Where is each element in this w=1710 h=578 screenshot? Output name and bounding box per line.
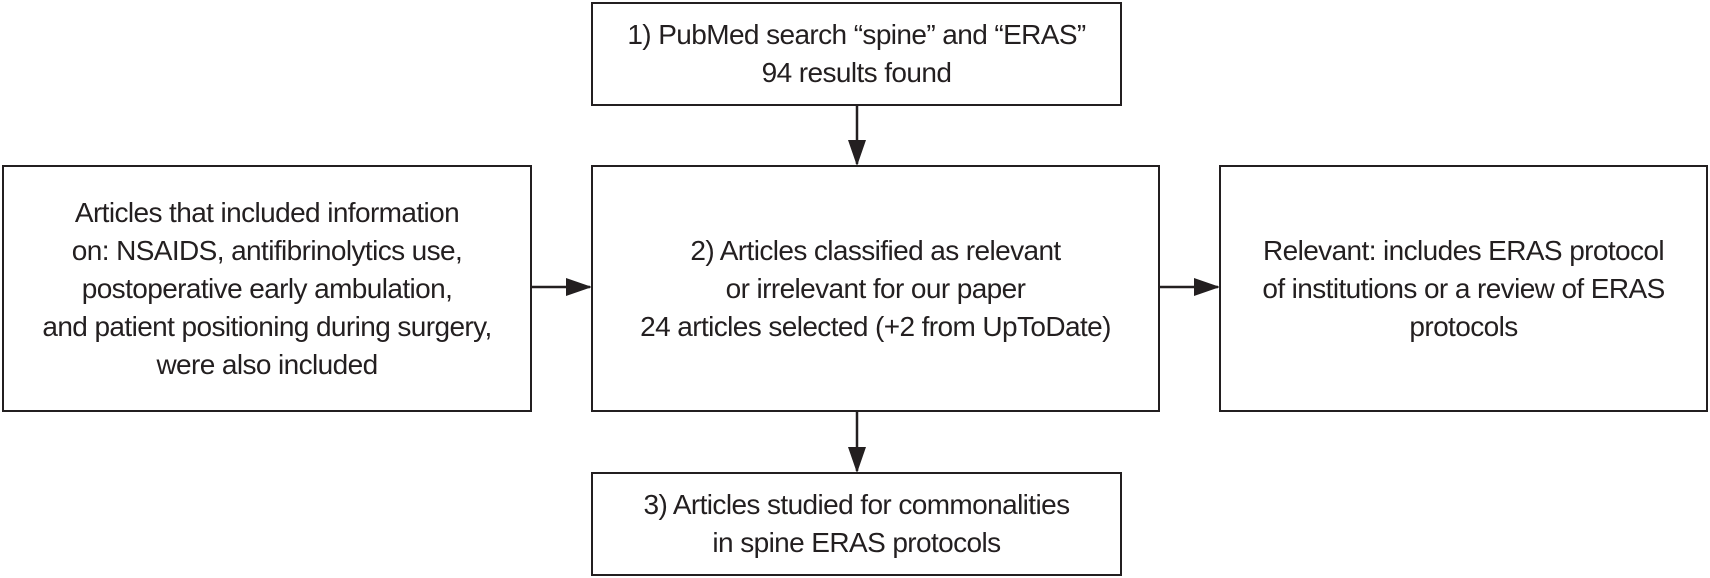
studied-box-line: 3) Articles studied for commonalities — [643, 489, 1071, 520]
inclusion-box-line: and patient positioning during surgery, — [42, 310, 492, 342]
classification-box-line: or irrelevant for our paper — [725, 272, 1026, 304]
relevant-box-line: protocols — [1409, 310, 1518, 342]
search-box-line: 94 results found — [761, 57, 952, 88]
search-box-line: 1) PubMed search “spine” and “ERAS” — [627, 19, 1086, 50]
classification-box-line: 2) Articles classified as relevant — [690, 234, 1061, 266]
pubmed-search-box: 1) PubMed search “spine” and “ERAS” 94 r… — [591, 2, 1122, 106]
relevant-box-line: Relevant: includes ERAS protocol — [1262, 234, 1665, 266]
inclusion-box-line: postoperative early ambulation, — [81, 272, 453, 304]
classification-box: 2) Articles classified as relevant or ir… — [591, 165, 1160, 412]
additional-inclusion-box: Articles that included information on: N… — [2, 165, 532, 412]
articles-studied-box: 3) Articles studied for commonalities in… — [591, 472, 1122, 576]
studied-box-line: in spine ERAS protocols — [712, 527, 1001, 558]
inclusion-box-line: Articles that included information — [74, 196, 460, 228]
classification-box-line: 24 articles selected (+2 from UpToDate) — [640, 310, 1111, 342]
relevant-box-line: of institutions or a review of ERAS — [1262, 272, 1665, 304]
relevant-criteria-box: Relevant: includes ERAS protocol of inst… — [1219, 165, 1708, 412]
inclusion-box-line: on: NSAIDS, antifibrinolytics use, — [71, 234, 463, 266]
inclusion-box-line: were also included — [156, 348, 378, 380]
